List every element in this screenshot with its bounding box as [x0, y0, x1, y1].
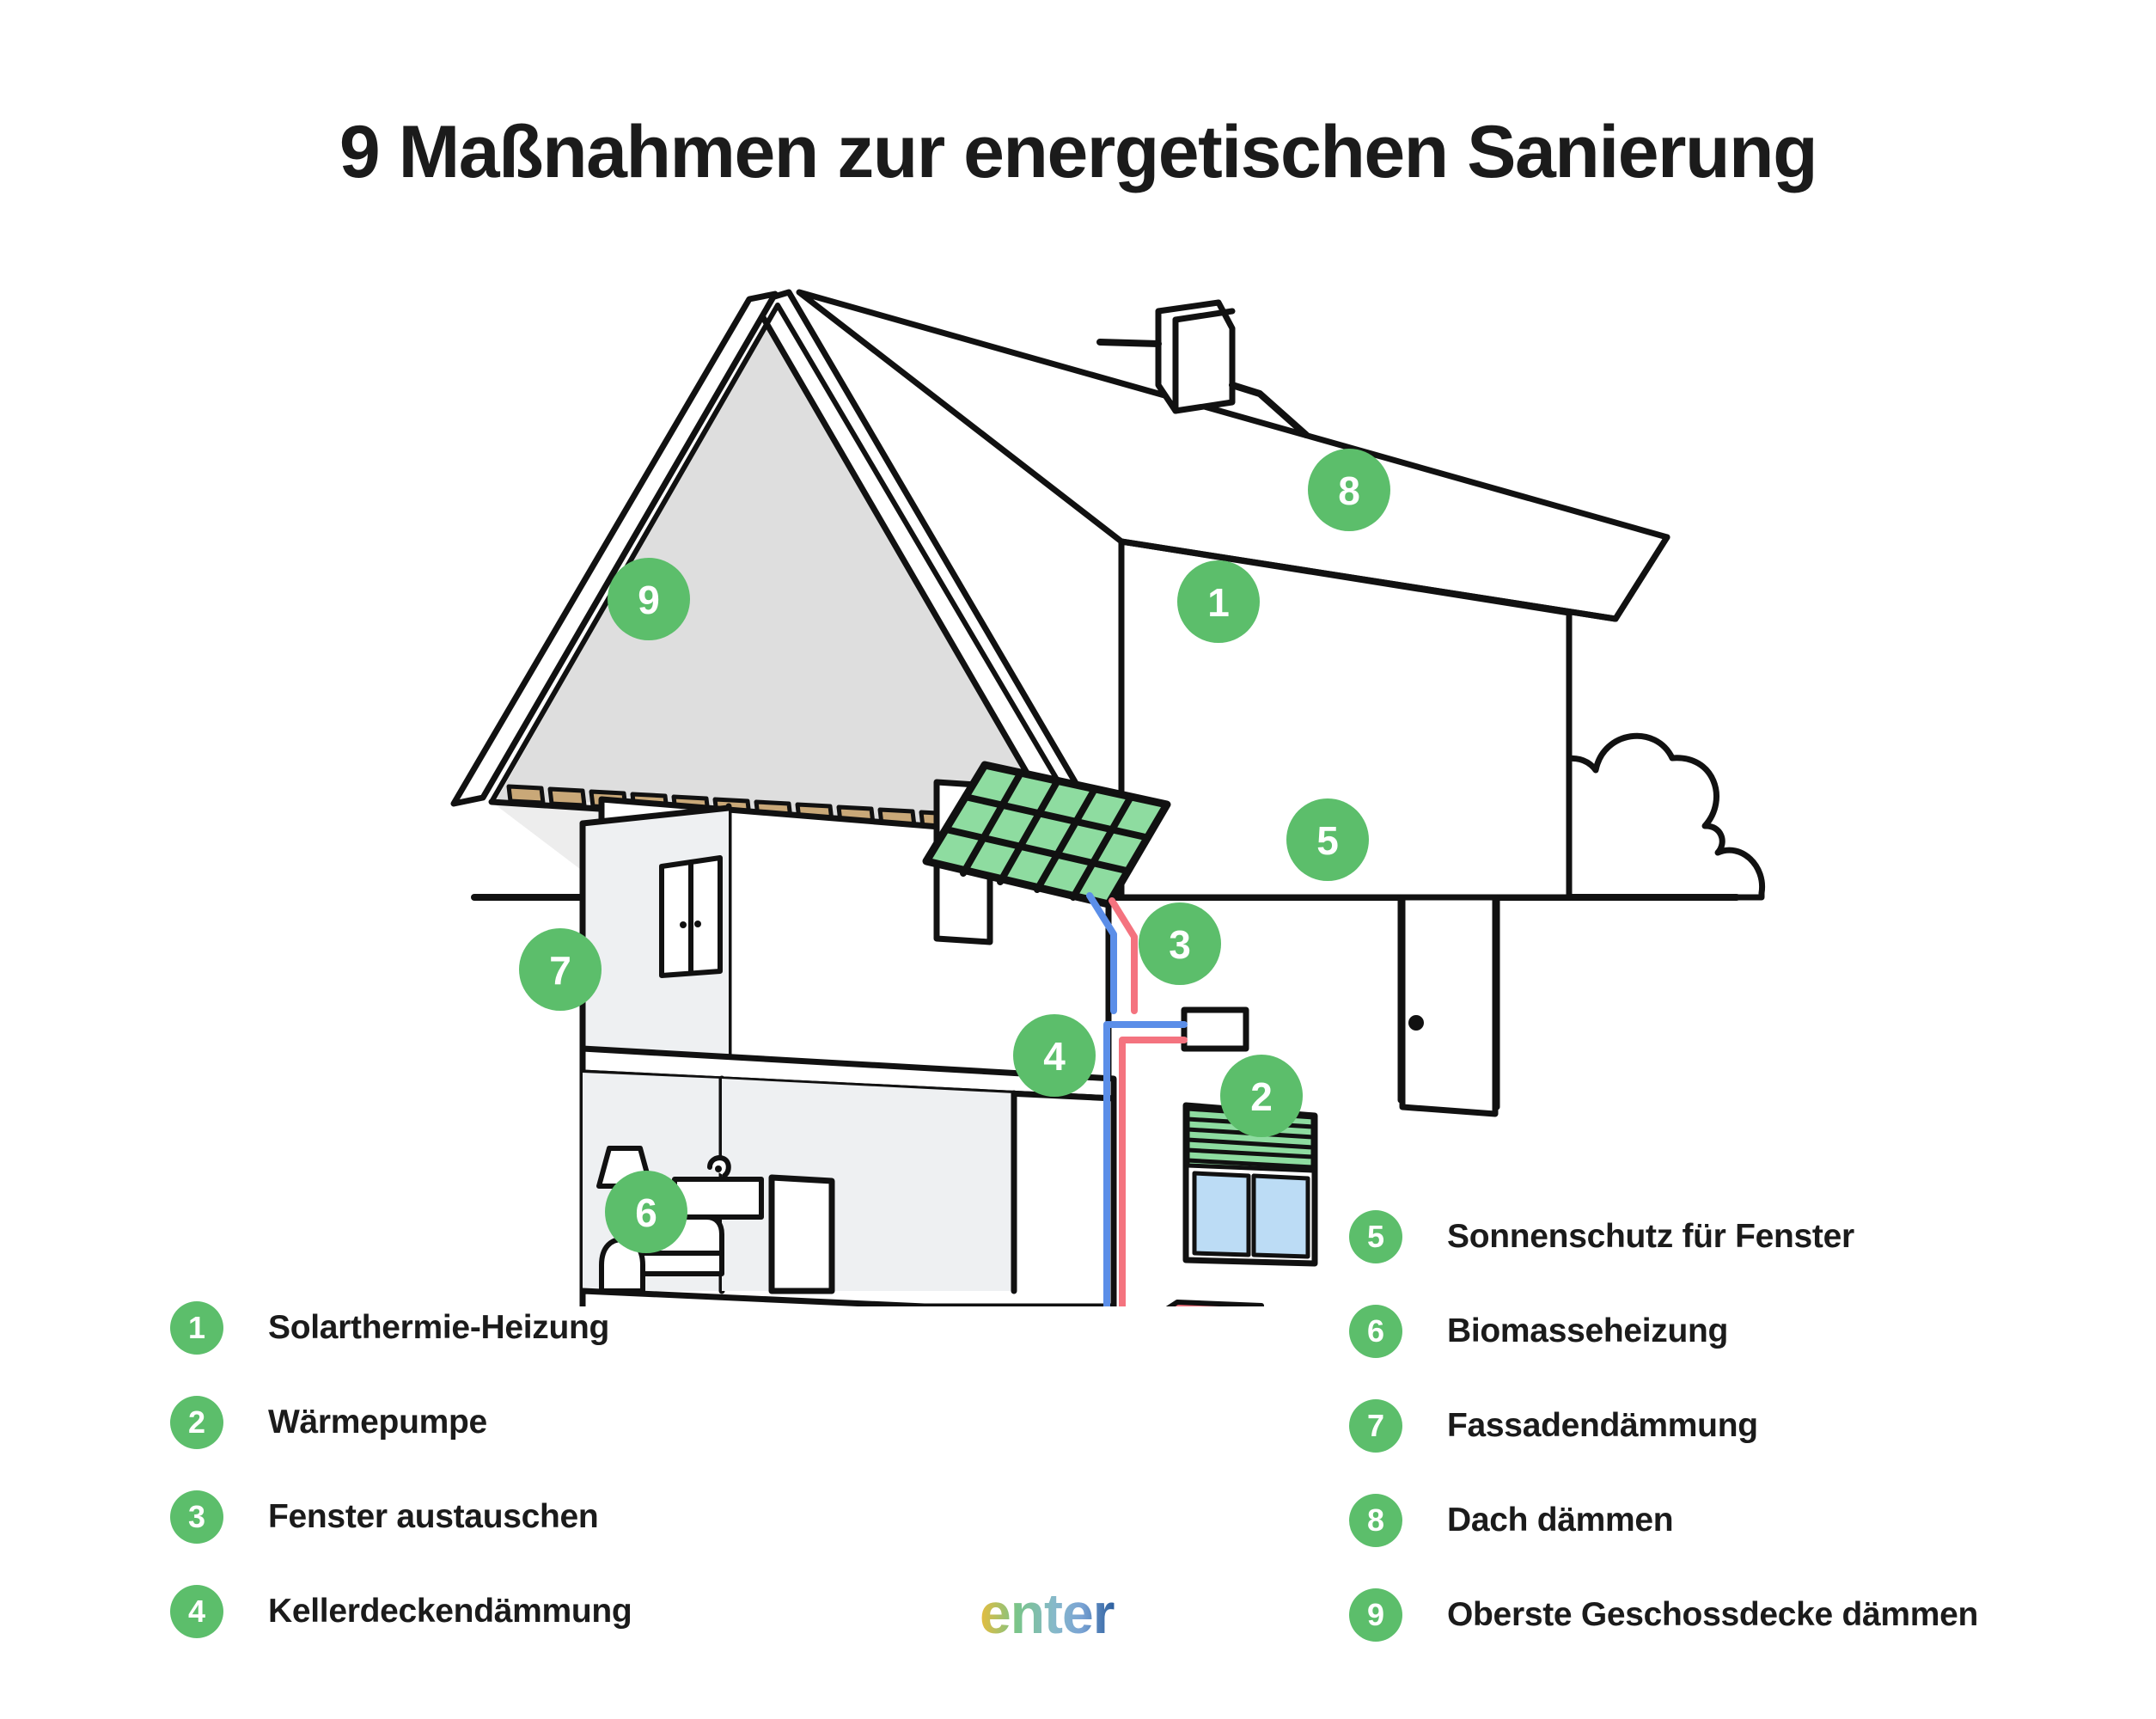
enter-logo: enter — [980, 1581, 1115, 1645]
legend-badge-1: 1 — [170, 1301, 223, 1355]
legend-item-9[interactable]: 9 Oberste Geschossdecke dämmen — [1349, 1568, 2156, 1662]
legend-column-left: 1 Solarthermie-Heizung 2 Wärmepumpe 3 Fe… — [170, 1281, 944, 1659]
solar-return-pipe-blue — [1086, 892, 1117, 1014]
legend-label-4: Kellerdeckendämmung — [268, 1593, 632, 1630]
svg-text:8: 8 — [1338, 468, 1360, 513]
hotspot-badge-4[interactable]: 4 — [1013, 1014, 1096, 1097]
legend-label-1: Solarthermie-Heizung — [268, 1309, 610, 1346]
legend-label-7: Fassadendämmung — [1447, 1407, 1758, 1444]
hotspot-badge-2[interactable]: 2 — [1220, 1055, 1303, 1137]
legend-label-8: Dach dämmen — [1447, 1502, 1674, 1539]
hotspot-badge-1[interactable]: 1 — [1177, 560, 1260, 643]
legend-item-8[interactable]: 8 Dach dämmen — [1349, 1473, 2156, 1568]
heat-pump-outdoor-unit — [1165, 1300, 1264, 1306]
house-cross-section-illustration: 1 2 3 4 5 6 7 — [450, 289, 1766, 1306]
living-room-right-zone — [722, 1079, 1014, 1291]
legend-badge-7: 7 — [1349, 1399, 1402, 1453]
wardrobe — [659, 855, 723, 978]
legend-label-2: Wärmepumpe — [268, 1404, 487, 1441]
hot-water-cylinder — [1181, 1006, 1249, 1052]
legend-badge-5: 5 — [1349, 1210, 1402, 1263]
door-knob — [1408, 1015, 1424, 1031]
legend-badge-4: 4 — [170, 1585, 223, 1638]
svg-text:9: 9 — [638, 578, 660, 622]
window-glass-left — [1192, 1171, 1251, 1257]
legend-item-2[interactable]: 2 Wärmepumpe — [170, 1375, 944, 1470]
svg-text:5: 5 — [1316, 818, 1339, 863]
legend-item-6[interactable]: 6 Biomasseheizung — [1349, 1284, 2156, 1379]
legend-label-9: Oberste Geschossdecke dämmen — [1447, 1596, 1979, 1633]
hotspot-badge-3[interactable]: 3 — [1139, 902, 1221, 985]
hotspot-badges: 1 2 3 4 5 6 7 — [519, 449, 1390, 1253]
svg-text:3: 3 — [1169, 922, 1191, 967]
roof-right-eave — [1118, 538, 1619, 622]
hotspot-badge-7[interactable]: 7 — [519, 928, 602, 1011]
legend-item-4[interactable]: 4 Kellerdeckendämmung — [170, 1564, 944, 1659]
legend-column-right: 5 Sonnenschutz für Fenster 6 Biomassehei… — [1349, 1190, 2156, 1662]
hotspot-badge-8[interactable]: 8 — [1308, 449, 1390, 531]
roof-left-slab-outer — [450, 291, 779, 807]
legend-label-3: Fenster austauschen — [268, 1498, 599, 1535]
roof-dormer-vent — [1155, 299, 1236, 414]
legend-badge-6: 6 — [1349, 1305, 1402, 1358]
svg-text:1: 1 — [1207, 580, 1230, 625]
lower-gable-wedge — [492, 802, 602, 885]
window-glass-right — [1251, 1173, 1310, 1259]
svg-text:7: 7 — [549, 948, 571, 993]
legend-badge-3: 3 — [170, 1490, 223, 1544]
hotspot-badge-5[interactable]: 5 — [1286, 798, 1369, 881]
legend-badge-2: 2 — [170, 1396, 223, 1449]
living-room-door — [768, 1174, 835, 1294]
legend-item-5[interactable]: 5 Sonnenschutz für Fenster — [1349, 1190, 2156, 1284]
svg-text:6: 6 — [635, 1190, 657, 1235]
bush-shape — [1536, 732, 1766, 901]
legend-item-7[interactable]: 7 Fassadendämmung — [1349, 1379, 2156, 1473]
solar-thermal-panel — [922, 761, 1171, 908]
hotspot-badge-6[interactable]: 6 — [605, 1171, 687, 1253]
page-title: 9 Maßnahmen zur energetischen Sanierung — [339, 111, 1818, 193]
facade-supply-pipe-red — [1119, 1037, 1188, 1306]
roof-vent-leader-line — [1096, 339, 1310, 438]
svg-text:4: 4 — [1043, 1034, 1066, 1079]
legend-badge-9: 9 — [1349, 1588, 1402, 1642]
svg-text:2: 2 — [1250, 1074, 1273, 1119]
roof-right-lower-edge — [1612, 534, 1670, 622]
roof-left-gable-face — [497, 298, 1091, 837]
solar-supply-pipe-red — [1109, 897, 1138, 1014]
hotspot-badge-9[interactable]: 9 — [608, 558, 690, 640]
front-door-panel — [1399, 894, 1499, 1117]
legend-badge-8: 8 — [1349, 1494, 1402, 1547]
legend-label-5: Sonnenschutz für Fenster — [1447, 1218, 1854, 1255]
legend-label-6: Biomasseheizung — [1447, 1312, 1729, 1349]
enter-logo-wordmark: enter — [980, 1581, 1115, 1645]
legend-item-1[interactable]: 1 Solarthermie-Heizung — [170, 1281, 944, 1375]
facade-return-pipe-blue — [1103, 1021, 1188, 1306]
legend-item-3[interactable]: 3 Fenster austauschen — [170, 1470, 944, 1564]
